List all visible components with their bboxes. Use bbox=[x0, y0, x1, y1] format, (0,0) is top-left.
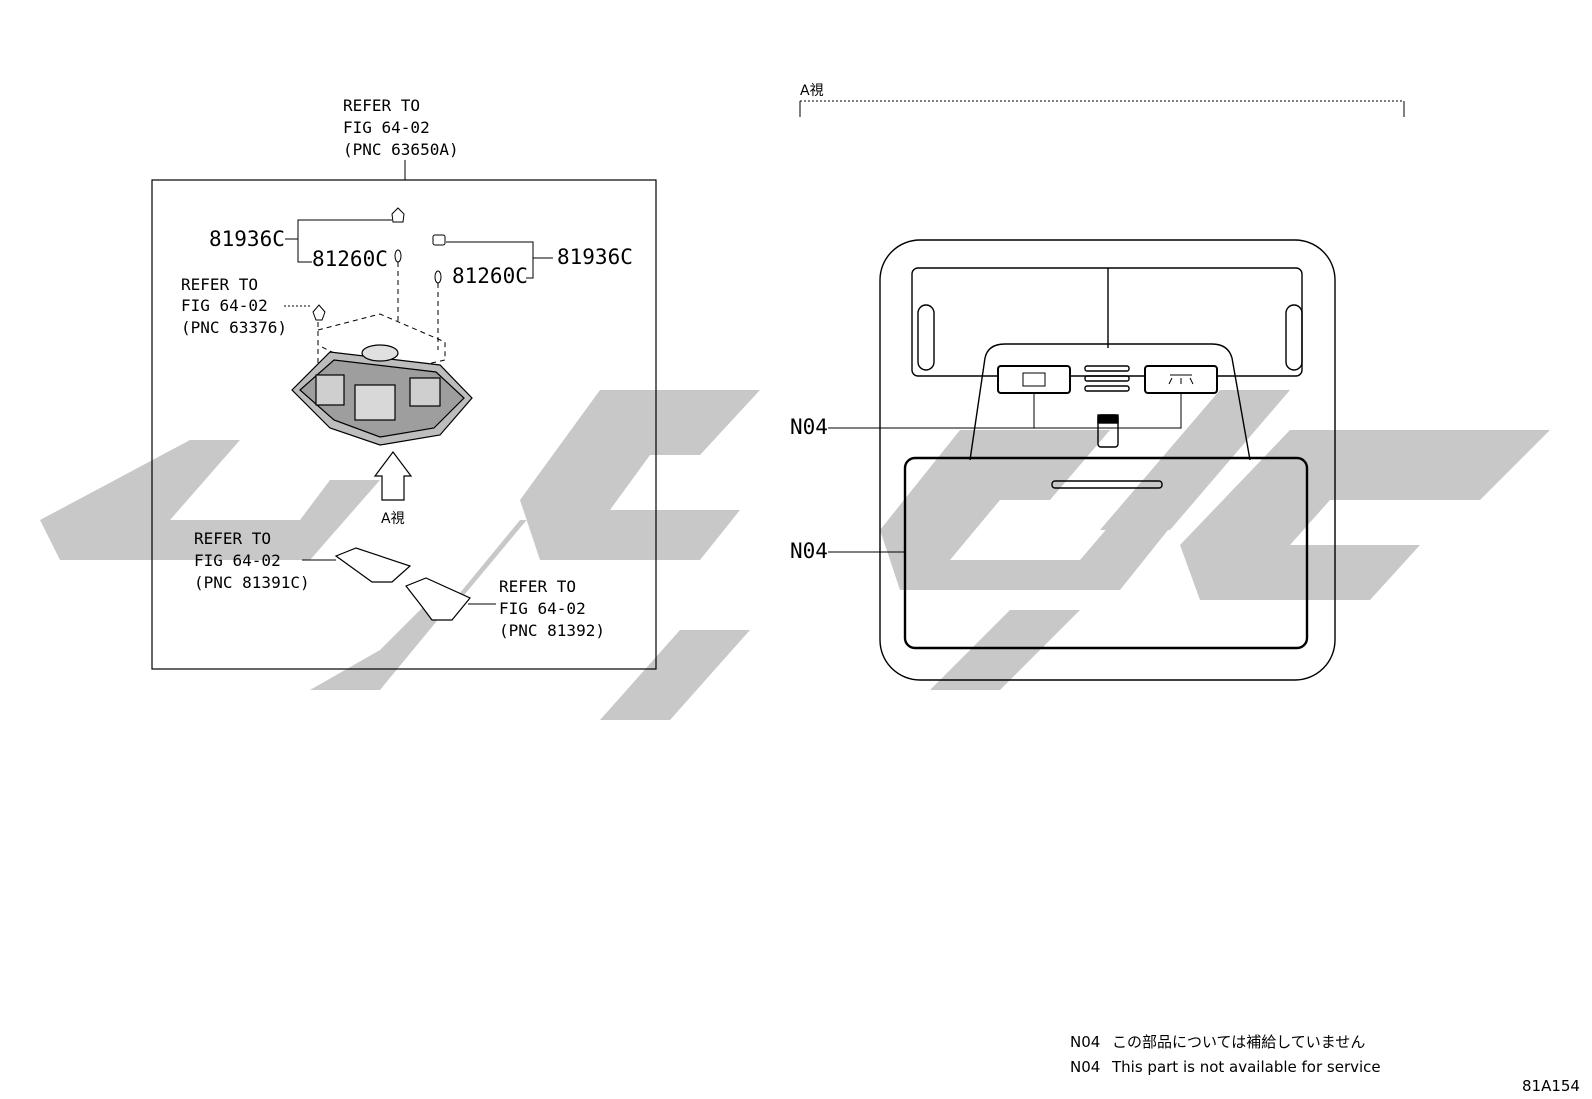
top-ref-line1: REFER TO bbox=[343, 96, 420, 115]
part-81936c-right: 81936C bbox=[557, 245, 633, 269]
assembly-leaders bbox=[317, 262, 446, 376]
view-a-panel: A視 N04 bbox=[790, 83, 1405, 681]
gasket2-ref-line2: FIG 64-02 bbox=[499, 599, 586, 618]
gasket-81391c bbox=[334, 547, 412, 583]
vent-grille bbox=[1084, 365, 1130, 392]
view-label: A視 bbox=[381, 511, 405, 527]
part-81260c-right: 81260C bbox=[452, 264, 528, 288]
gasket2-ref-line1: REFER TO bbox=[499, 577, 576, 596]
gasket2-ref-line3: (PNC 81392) bbox=[499, 621, 605, 640]
left-ref-line3: (PNC 63376) bbox=[181, 318, 287, 337]
view-arrow bbox=[373, 451, 413, 501]
watermark-logo bbox=[40, 390, 1550, 720]
switch-door bbox=[997, 365, 1071, 394]
note1-text: この部品については補給していません bbox=[1112, 1033, 1365, 1051]
service-notes: N04 この部品については補給していません N04 This part is n… bbox=[1070, 1033, 1381, 1076]
gasket1-ref-line1: REFER TO bbox=[194, 529, 271, 548]
top-ref-line3: (PNC 63650A) bbox=[343, 140, 459, 159]
exploded-view-panel: REFER TO FIG 64-02 (PNC 63650A) 81936C 8… bbox=[151, 96, 657, 670]
note1-code: N04 bbox=[1070, 1033, 1100, 1051]
clip-right bbox=[432, 234, 446, 284]
part-81936c-left: 81936C bbox=[209, 227, 285, 251]
left-ref-line2: FIG 64-02 bbox=[181, 296, 268, 315]
map-lamp-assembly bbox=[291, 344, 473, 446]
view-a-heading: A視 bbox=[800, 83, 824, 99]
part-81260c-left: 81260C bbox=[312, 247, 388, 271]
bracket-left-upper bbox=[285, 219, 392, 240]
top-ref-line2: FIG 64-02 bbox=[343, 118, 430, 137]
bracket-right-lower bbox=[526, 258, 534, 279]
left-ref-line1: REFER TO bbox=[181, 275, 258, 294]
callout-n04-upper-leader-a bbox=[828, 394, 1035, 429]
clip-left bbox=[391, 207, 405, 263]
note2-code: N04 bbox=[1070, 1058, 1100, 1076]
figure-id: 81A154 bbox=[1522, 1077, 1580, 1095]
panel-frame bbox=[151, 179, 657, 670]
gasket-81392 bbox=[405, 577, 471, 621]
callout-n04-upper: N04 bbox=[790, 415, 828, 439]
gasket1-ref-line2: FIG 64-02 bbox=[194, 551, 281, 570]
bracket-left-lower bbox=[297, 239, 312, 263]
bracket-right-upper bbox=[446, 241, 553, 259]
callout-n04-upper-leader-b bbox=[1034, 394, 1182, 429]
callout-n04-lower: N04 bbox=[790, 539, 828, 563]
switch-room-lamp bbox=[1144, 365, 1218, 394]
gasket1-ref-line3: (PNC 81391C) bbox=[194, 573, 310, 592]
note2-text: This part is not available for service bbox=[1111, 1058, 1381, 1076]
clip-side bbox=[312, 304, 326, 321]
